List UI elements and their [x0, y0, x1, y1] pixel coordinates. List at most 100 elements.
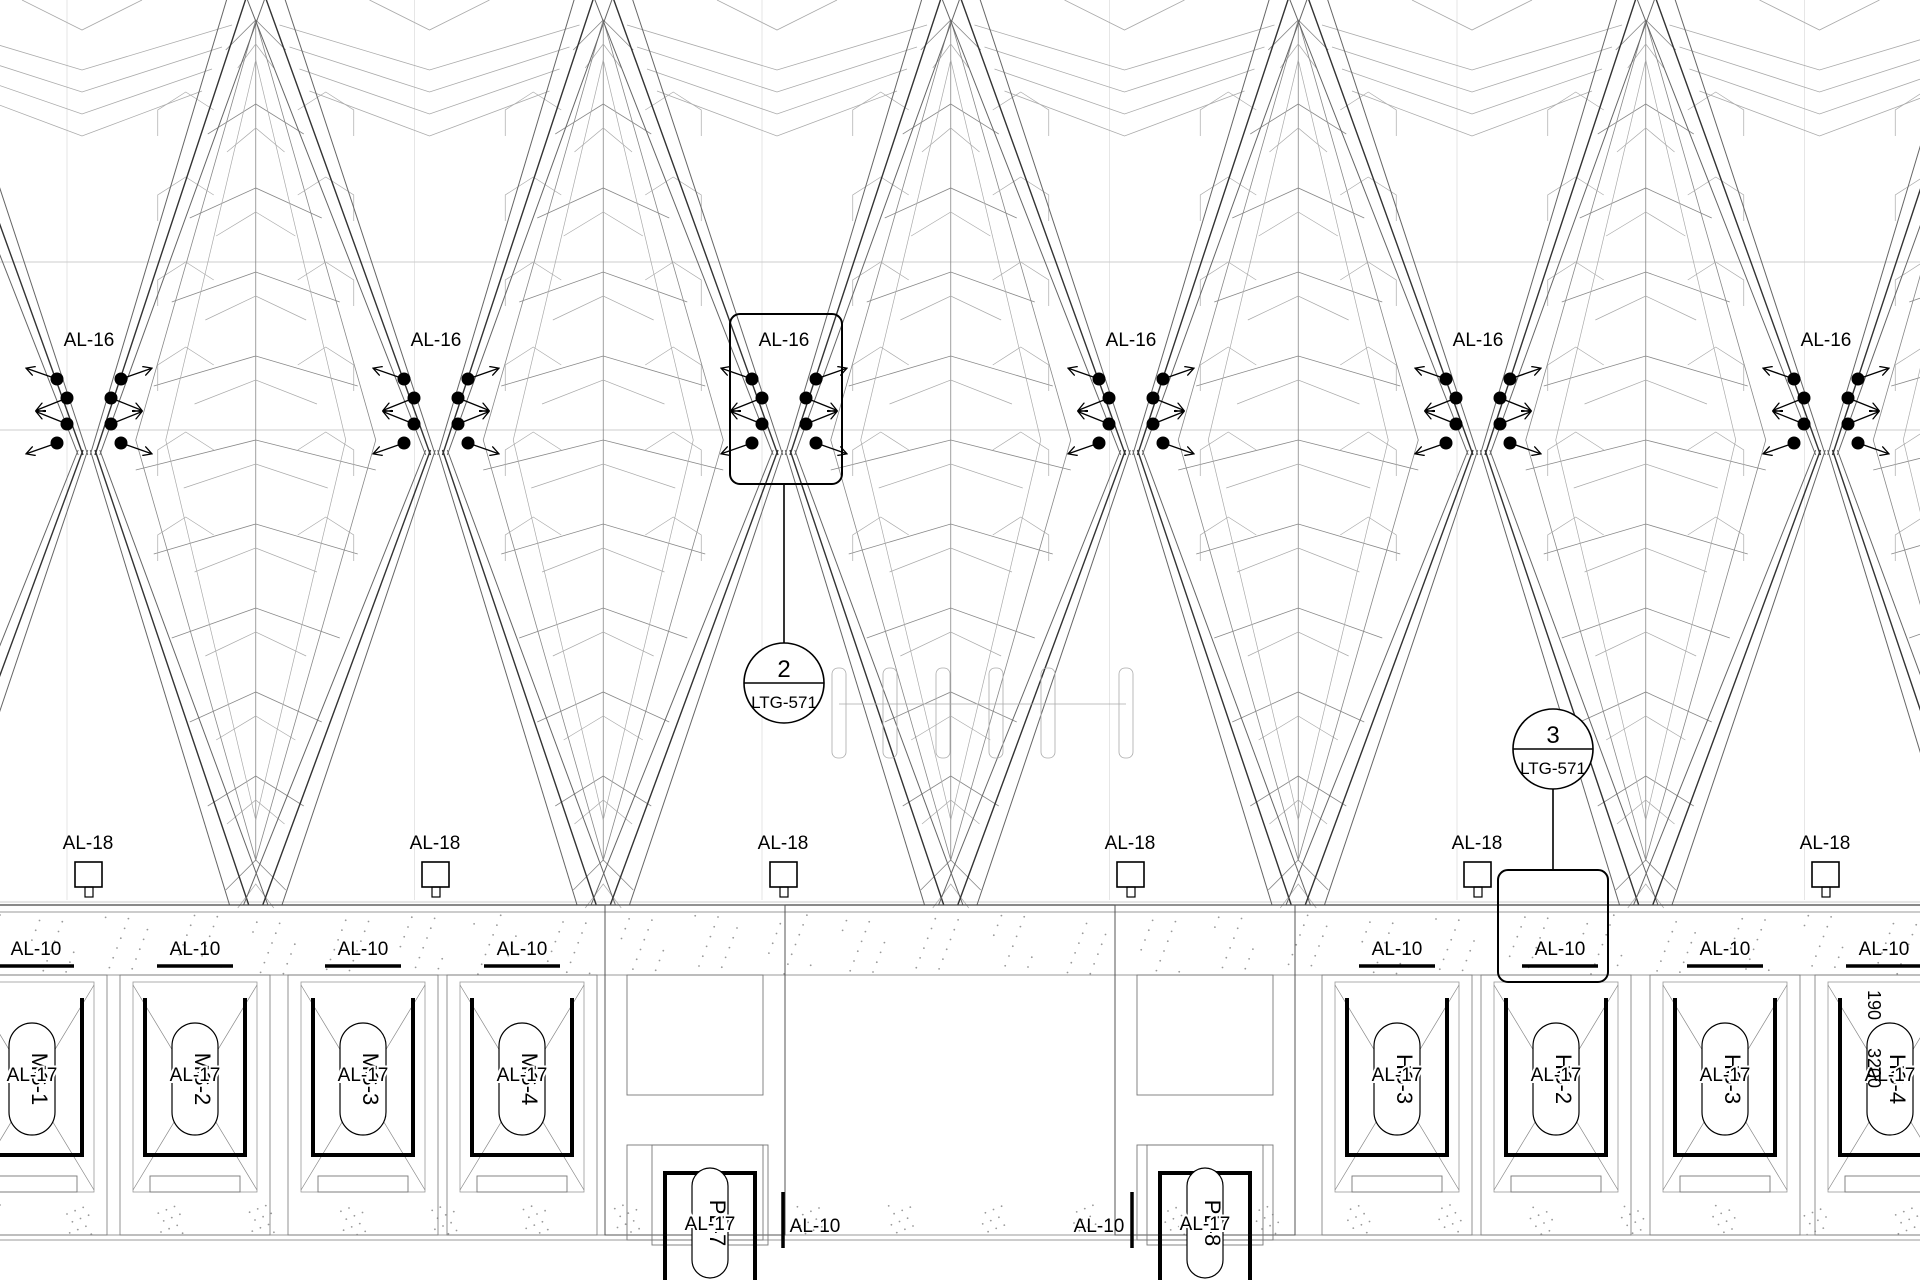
hatch-dot [1085, 922, 1088, 925]
hatch-dot [1372, 971, 1375, 974]
hatch-dot [442, 1225, 444, 1227]
hatch-dot [1306, 914, 1309, 917]
hatch-dot [638, 1227, 640, 1230]
dimension-text: 190 [1864, 990, 1884, 1020]
hatch-dot [630, 1231, 632, 1233]
hatch-dot [1605, 933, 1608, 936]
hatch-dot [616, 1226, 619, 1229]
hatch-dot [1449, 1204, 1451, 1206]
hatch-dot [1473, 940, 1475, 942]
hatch-dot [1902, 1210, 1905, 1213]
hatch-dot [1725, 1220, 1728, 1223]
hatch-dot [1543, 927, 1545, 929]
hatch-dot [1384, 942, 1386, 944]
hatch-dot [1694, 932, 1696, 934]
hatch-dot [906, 1217, 909, 1220]
hatch-dot [1529, 1217, 1532, 1220]
al17-label: AL-17 [338, 1065, 389, 1086]
hatch-dot [433, 917, 436, 920]
hatch-dot [794, 943, 797, 946]
hatch-dot [1690, 941, 1693, 944]
hatch-dot [996, 924, 999, 927]
chevron-bay [1525, 19, 1767, 909]
hatch-dot [256, 1208, 259, 1210]
hatch-dot [1911, 933, 1914, 936]
al16-label: AL-16 [1801, 330, 1852, 351]
hatch-dot [1454, 1211, 1457, 1214]
hatch-dot [1586, 922, 1589, 925]
hatch-dot [1248, 958, 1250, 960]
hatch-dot [1089, 972, 1092, 975]
hatch-dot [1741, 917, 1744, 920]
al18-tag: AL-18 [410, 833, 460, 898]
hatch-dot [558, 930, 561, 933]
hatch-dot [987, 1230, 989, 1233]
dimension-text: 3200 [1864, 1048, 1884, 1088]
hatch-dot [1170, 930, 1173, 933]
hatch-dot [1217, 916, 1220, 919]
hatch-dot [1546, 917, 1549, 920]
hatch-dot [619, 1215, 622, 1218]
hatch-dot [1368, 1220, 1371, 1223]
hatch-dot [477, 973, 479, 975]
hatch-dot [216, 915, 219, 918]
aim-arrow [1857, 442, 1888, 454]
hatch-dot [488, 943, 491, 946]
hatch-dot [1144, 939, 1146, 941]
hatch-dot [1811, 1211, 1814, 1214]
aim-arrow [1416, 442, 1447, 454]
hatch-dot [1399, 962, 1402, 965]
hatch-dot [915, 966, 918, 969]
hatch-dot [1100, 943, 1103, 946]
hatch-dot [1365, 931, 1367, 933]
hatch-dot [1277, 1221, 1280, 1224]
hatch-dot [620, 937, 623, 940]
al18-label: AL-18 [1800, 833, 1851, 854]
hatch-dot [273, 1231, 275, 1234]
hatch-dot [1535, 1225, 1537, 1228]
hatch-dot [329, 958, 332, 961]
hatch-dot [1446, 948, 1449, 951]
hatch-dot [1457, 1230, 1459, 1233]
hatch-dot [1803, 1214, 1806, 1217]
hatch-dot [1807, 914, 1810, 917]
hatch-dot [165, 1208, 168, 1211]
hatch-dot [736, 927, 738, 929]
hatch-dot [1000, 914, 1003, 917]
hatch-dot [662, 949, 665, 952]
hatch-dot [1911, 1207, 1913, 1210]
hatch-dot [627, 1212, 630, 1214]
hatch-dot [1302, 924, 1305, 927]
hatch-dot [452, 1210, 455, 1213]
hatch-dot [170, 1216, 173, 1219]
hatch-dot [536, 1213, 538, 1215]
hatch-dot [1897, 1232, 1900, 1235]
hatch-dot [1892, 922, 1895, 925]
hatch-dot [1543, 1222, 1545, 1224]
callout-sheet: LTG-571 [751, 693, 817, 712]
hatch-dot [698, 965, 700, 967]
reference-gridlines [0, 0, 1920, 903]
hatch-dot [1361, 940, 1364, 943]
hatch-dot [1660, 960, 1662, 962]
hatch-dot [1347, 1219, 1349, 1222]
hatch-dot [507, 954, 510, 957]
hatch-dot [525, 1227, 528, 1230]
al16-fixture-cluster: AL-16 [1764, 330, 1888, 454]
hatch-dot [1174, 920, 1177, 923]
hatch-dot [801, 1213, 804, 1216]
hatch-dot [1074, 952, 1076, 954]
al16-label: AL-16 [64, 330, 115, 351]
hatch-dot [569, 961, 572, 964]
hatch-dot [1825, 1216, 1827, 1218]
hatch-dot [1637, 1210, 1639, 1212]
upper-chevron-set [626, 0, 928, 137]
hatch-dot [1365, 1231, 1368, 1234]
aim-arrow [27, 369, 58, 380]
hatch-dot [473, 923, 475, 925]
hatch-dot [441, 957, 444, 960]
hatch-dot [407, 926, 409, 928]
hatch-dot [350, 1226, 353, 1228]
